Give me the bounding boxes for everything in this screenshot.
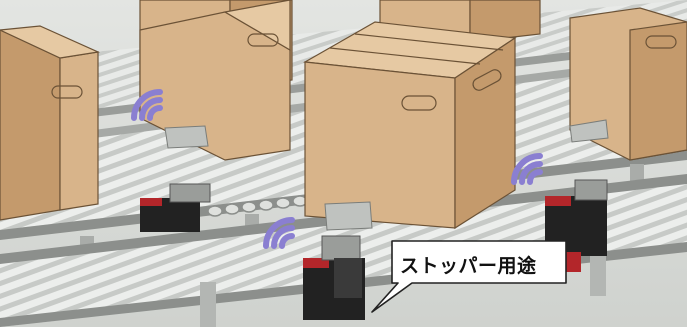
roller-chain xyxy=(207,195,308,217)
box-main xyxy=(303,21,517,230)
callout-bubble xyxy=(371,240,567,313)
callout-label: ストッパー用途 xyxy=(400,255,537,277)
stopper-center xyxy=(303,235,365,320)
box-center-back xyxy=(139,0,291,161)
stopper-left xyxy=(140,183,211,232)
guide-plates xyxy=(164,119,609,231)
wireless-signal-icon xyxy=(511,153,543,185)
wireless-signal-icon xyxy=(131,89,163,121)
stopper-right xyxy=(545,179,608,272)
wireless-signal-icon xyxy=(263,217,295,249)
box-left xyxy=(0,25,101,221)
